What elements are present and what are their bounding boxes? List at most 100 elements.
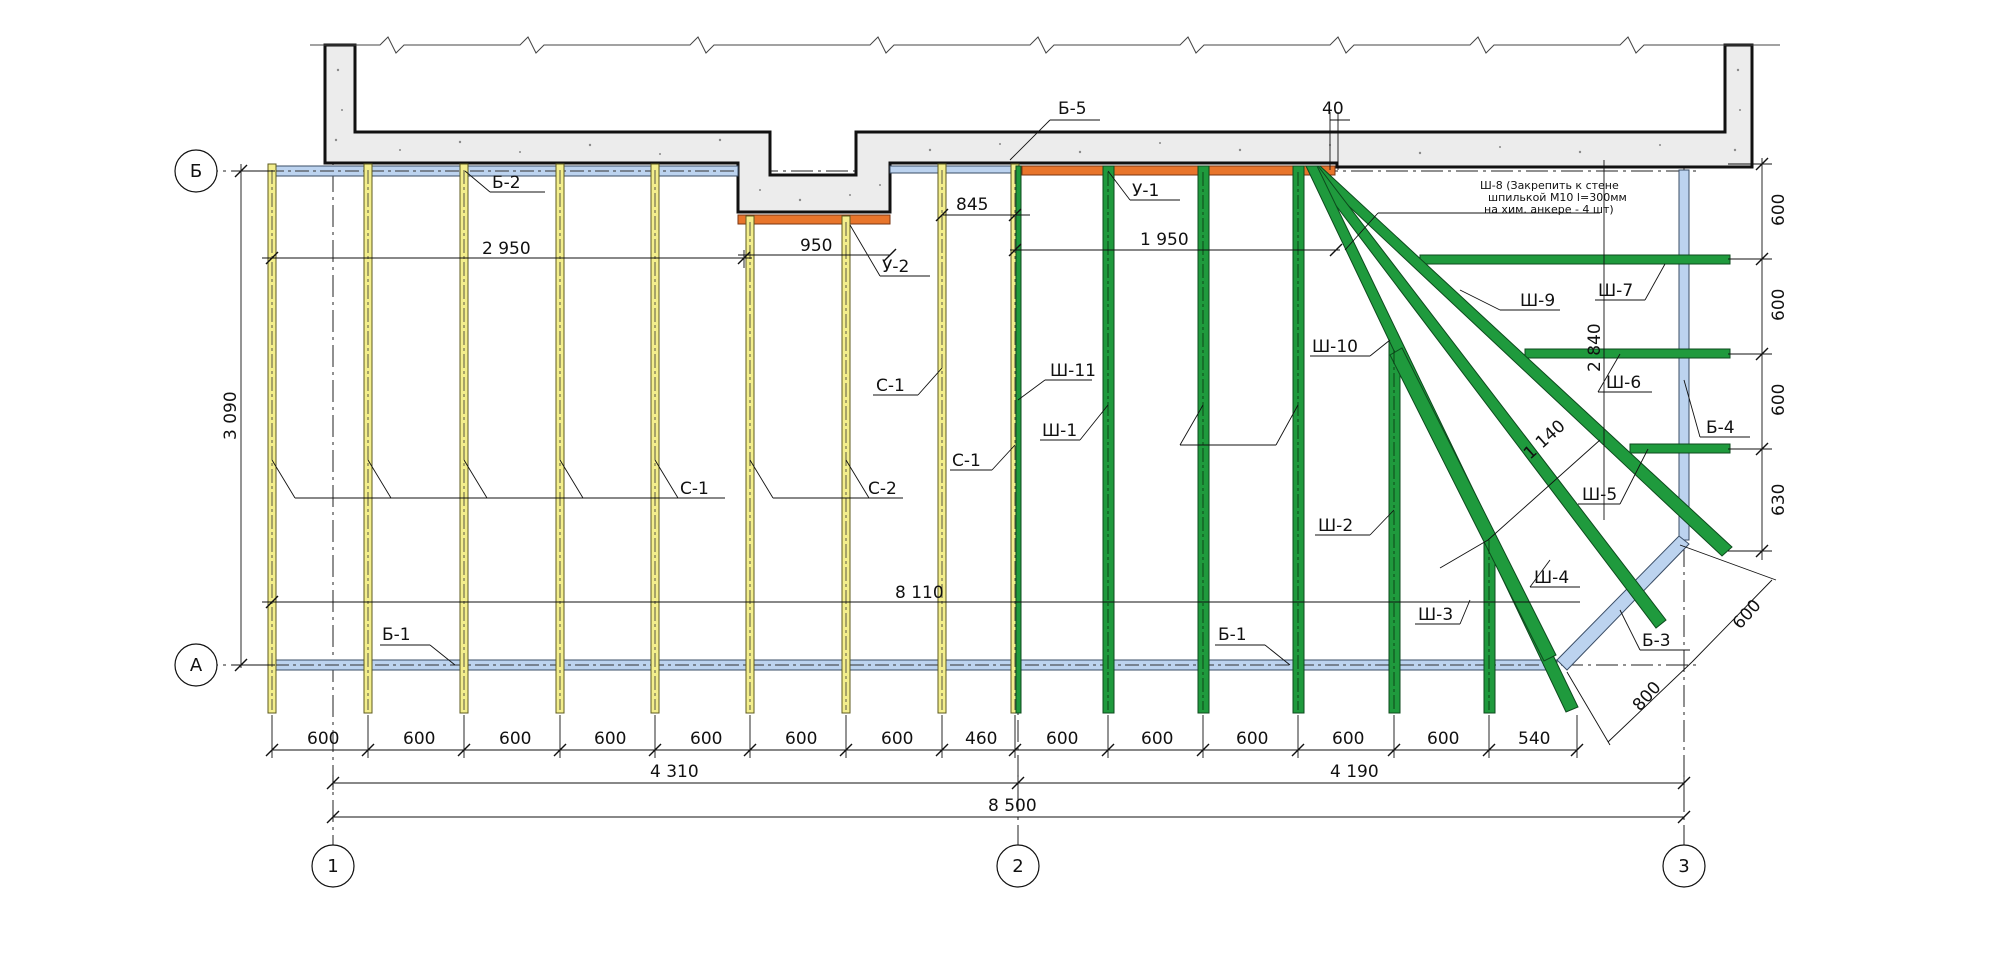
rafter-sh7: [1419, 254, 1731, 265]
dim-bottom-2: 600: [403, 729, 435, 749]
rafter-sh1: [1102, 165, 1115, 714]
label-sh3: Ш-3: [1418, 605, 1453, 625]
dim-950: 950: [800, 236, 832, 256]
label-sh8-note-2: шпилькой М10 l=300мм: [1488, 191, 1627, 204]
dim-bottom-5: 600: [690, 729, 722, 749]
dim-bottom-10: 600: [1141, 729, 1173, 749]
dim-8110: 8 110: [895, 583, 944, 603]
axis-label-row-b: Б: [190, 161, 202, 182]
yellow-rafters: [267, 163, 1020, 714]
green-rafters: [1015, 165, 1733, 714]
dim-bottom-11: 600: [1236, 729, 1268, 749]
rafter-c1: [363, 163, 373, 714]
wall: [310, 36, 1780, 214]
rafter-c1: [267, 163, 277, 714]
dim-right-2: 600: [1769, 289, 1789, 321]
break-line: [310, 36, 1780, 54]
dimension-lines: [232, 112, 1777, 824]
rafter-c1: [459, 163, 469, 714]
label-c1-group: С-1: [680, 479, 709, 499]
label-u1: У-1: [1132, 181, 1159, 201]
axis-label-col-3: 3: [1678, 856, 1689, 877]
rafter-sh2-diag: [1389, 347, 1557, 662]
dim-right-1: 600: [1769, 194, 1789, 226]
dim-2840: 2 840: [1585, 323, 1605, 372]
label-sh1: Ш-1: [1042, 421, 1077, 441]
dim-bottom-3: 600: [499, 729, 531, 749]
rafter-sh5: [1629, 443, 1731, 454]
label-sh5: Ш-5: [1582, 485, 1617, 505]
leader-lines: [271, 119, 1750, 666]
dim-600-diag: 600: [1729, 596, 1766, 634]
label-sh4: Ш-4: [1534, 568, 1569, 588]
dim-4310: 4 310: [650, 762, 699, 782]
dim-800-diag: 800: [1629, 678, 1666, 716]
axis-bubble-col-1: [311, 844, 355, 888]
dim-40: 40: [1322, 99, 1344, 119]
dim-bottom-14: 540: [1518, 729, 1550, 749]
axis-bubbles: [174, 149, 1706, 888]
dim-bottom-9: 600: [1046, 729, 1078, 749]
dim-bottom-1: 600: [307, 729, 339, 749]
label-sh10: Ш-10: [1312, 337, 1358, 357]
label-u2: У-2: [882, 257, 909, 277]
rafter-sh3: [1483, 534, 1496, 714]
label-b1-left: Б-1: [382, 625, 411, 645]
dim-3090: 3 090: [221, 391, 241, 440]
dim-bottom-8: 460: [965, 729, 997, 749]
label-sh8-note-1: Ш-8 (Закрепить к стене: [1480, 179, 1619, 192]
yellow-rafter-centerlines: [271, 170, 1016, 710]
dim-bottom-6: 600: [785, 729, 817, 749]
beam-b5: [889, 165, 1021, 174]
axis-bubble-row-a: [174, 643, 218, 687]
label-c1-right: С-1: [952, 451, 981, 471]
element-labels: Б-5 Б-2 У-1 У-2 С-1 С-2 С-1 С-1 Ш-11 Ш-1…: [382, 99, 1735, 651]
green-rafter-centerlines: [1107, 172, 1490, 710]
label-b4: Б-4: [1706, 418, 1735, 438]
rafter-sh10: [1292, 165, 1305, 714]
purlin-u1: [1021, 165, 1336, 176]
label-c2: С-2: [868, 479, 897, 499]
label-sh7: Ш-7: [1598, 281, 1633, 301]
dim-right-4: 630: [1769, 484, 1789, 516]
dim-bottom-13: 600: [1427, 729, 1459, 749]
purlins: [737, 165, 1336, 225]
dim-1950: 1 950: [1140, 230, 1189, 250]
label-sh6: Ш-6: [1606, 373, 1641, 393]
rafter-c1: [555, 163, 565, 714]
axis-bubble-row-b: [174, 149, 218, 193]
label-sh11: Ш-11: [1050, 361, 1096, 381]
label-b5: Б-5: [1058, 99, 1087, 119]
dim-845: 845: [956, 195, 988, 215]
label-sh8-note-3: на хим. анкере - 4 шт): [1484, 203, 1614, 216]
rafter-sh9: [1304, 165, 1733, 557]
axis-label-col-2: 2: [1012, 856, 1023, 877]
axis-label-col-1: 1: [327, 856, 338, 877]
axis-label-row-a: А: [190, 655, 203, 676]
label-b3: Б-3: [1642, 631, 1671, 651]
dim-bottom-7: 600: [881, 729, 913, 749]
dim-4190: 4 190: [1330, 762, 1379, 782]
concrete-speckle: [334, 68, 1741, 202]
label-sh9: Ш-9: [1520, 291, 1555, 311]
label-b2: Б-2: [492, 173, 521, 193]
dim-2950: 2 950: [482, 239, 531, 259]
label-sh2: Ш-2: [1318, 516, 1353, 536]
dim-bottom-12: 600: [1332, 729, 1364, 749]
label-b1-right: Б-1: [1218, 625, 1247, 645]
purlin-u2: [737, 214, 891, 225]
axis-labels: Б А 1 2 3: [190, 161, 1690, 877]
dim-right-3: 600: [1769, 384, 1789, 416]
beam-b3: [1556, 535, 1690, 671]
rafter-sh2: [1388, 341, 1401, 714]
dim-bottom-4: 600: [594, 729, 626, 749]
axis-bubble-col-3: [1662, 844, 1706, 888]
rafter-sh6: [1524, 348, 1731, 359]
dim-8500: 8 500: [988, 796, 1037, 816]
rafter-c1: [937, 163, 947, 714]
rafter-c1: [650, 163, 660, 714]
rafter-sh11-green: [1015, 165, 1022, 714]
rafter-sh1: [1197, 165, 1210, 714]
label-c1-upper: С-1: [876, 376, 905, 396]
